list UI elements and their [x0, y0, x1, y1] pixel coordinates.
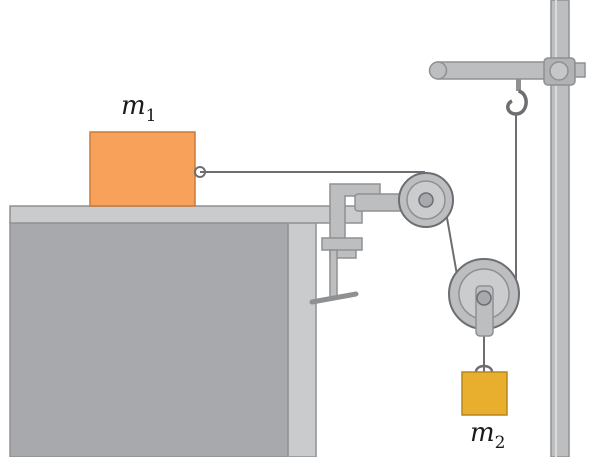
- hook-icon: [506, 79, 528, 116]
- table-top: [9, 205, 363, 224]
- ring-stand-icon: [428, 0, 586, 457]
- block-m2-eyelet: [474, 364, 494, 373]
- mass-label-m2-symbol: m: [470, 418, 495, 448]
- table-body: [9, 221, 301, 457]
- mass-label-m1-subscript: 1: [145, 106, 157, 126]
- table: [9, 205, 363, 457]
- fixed-pulley-icon: [398, 172, 454, 228]
- mass-label-m1-symbol: m: [121, 91, 146, 121]
- block-m2: [461, 364, 508, 416]
- block-m1-eyelet: [194, 166, 206, 178]
- block-m1: [89, 131, 206, 207]
- table-leg: [287, 221, 317, 457]
- mass-label-m2: m2: [470, 420, 505, 452]
- movable-pulley-icon: [448, 258, 520, 337]
- mass-label-m1: m1: [121, 93, 156, 125]
- mass-label-m2-subscript: 2: [494, 433, 506, 453]
